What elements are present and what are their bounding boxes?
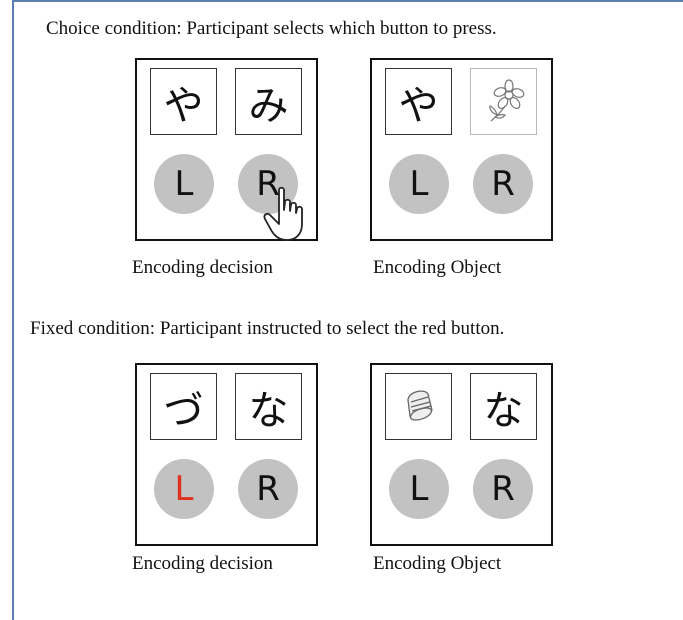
right-button: R bbox=[473, 459, 533, 519]
stimulus-left: や bbox=[150, 68, 217, 135]
stimulus-left bbox=[385, 373, 452, 440]
stimulus-left: づ bbox=[150, 373, 217, 440]
fixed-encoding-object-panel: な L R bbox=[370, 363, 553, 546]
choice-condition-caption: Choice condition: Participant selects wh… bbox=[46, 18, 497, 39]
right-button: R bbox=[473, 154, 533, 214]
stimulus-right: み bbox=[235, 68, 302, 135]
panel-label: Encoding Object bbox=[373, 257, 502, 278]
fixed-encoding-decision-panel: づ な L R bbox=[135, 363, 318, 546]
flower-sketch-icon bbox=[488, 78, 524, 121]
panel-label: Encoding decision bbox=[132, 553, 273, 574]
panel-label: Encoding Object bbox=[373, 553, 502, 574]
stimulus-right: な bbox=[235, 373, 302, 440]
stimulus-left: や bbox=[385, 68, 452, 135]
right-button: R bbox=[238, 459, 298, 519]
stimulus-right: な bbox=[470, 373, 537, 440]
stimulus-right bbox=[470, 68, 537, 135]
choice-encoding-object-panel: や L R bbox=[370, 58, 553, 241]
choice-encoding-decision-panel: や み L R bbox=[135, 58, 318, 241]
figure-frame bbox=[12, 0, 683, 620]
left-button-red: L bbox=[154, 459, 214, 519]
left-button: L bbox=[154, 154, 214, 214]
right-button: R bbox=[238, 154, 298, 214]
thimble-sketch-icon bbox=[406, 390, 433, 421]
pointing-hand-icon bbox=[263, 186, 303, 241]
left-button: L bbox=[389, 459, 449, 519]
panel-label: Encoding decision bbox=[132, 257, 273, 278]
fixed-condition-caption: Fixed condition: Participant instructed … bbox=[30, 318, 505, 339]
left-button: L bbox=[389, 154, 449, 214]
